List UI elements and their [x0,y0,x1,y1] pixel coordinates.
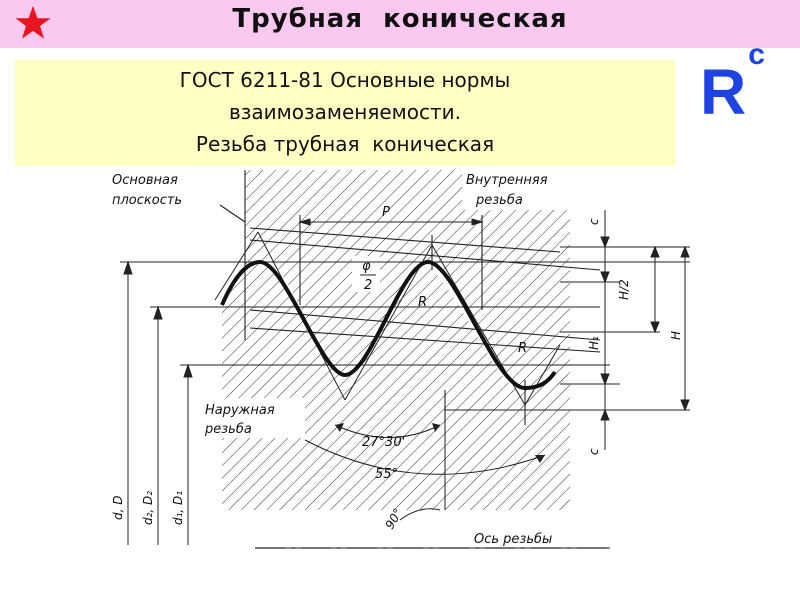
thread-symbol: Rc [700,39,765,124]
half-angle-label: φ [362,259,371,274]
external-thread-label-1: Наружная [205,403,275,418]
dimension-lines [600,210,690,450]
gost-line-1: ГОСТ 6211-81 Основные нормы [179,68,511,92]
half-angle-den-label: 2 [364,278,372,293]
thread-symbol-main: R [700,56,747,128]
internal-thread-label-1: Внутренняя [466,173,548,188]
dia-d-label: d, D [111,496,125,521]
angle-full-label: 55° [375,467,398,482]
dim-c-bottom-label: c [587,448,601,455]
red-star-icon [15,5,51,39]
gost-line-3: Резьба трубная коническая [195,132,495,156]
basic-plane-label-1: Основная [112,173,178,188]
basic-plane-label-2: плоскость [112,193,182,208]
thread-axis-label: Ось резьбы [474,532,552,547]
radius-label-2: R [518,341,527,356]
dia-d2-label: d₂, D₂ [141,491,155,525]
gost-line-2: взаимозаменяемости. [228,100,462,124]
dia-d1-label: d₁, D₁ [171,491,185,525]
slide-title: Трубная коническая [232,4,568,34]
gost-box: ГОСТ 6211-81 Основные нормы взаимозаменя… [15,60,675,166]
dim-h1-label: H₁ [587,336,601,350]
thread-profile-curve [220,259,557,391]
thread-symbol-sup: c [748,37,765,71]
pitch-label: P [382,205,390,220]
dim-c-top-label: c [587,218,601,225]
angle-half-label: 27°30' [362,435,405,450]
diameter-lines [123,260,193,545]
radius-label-1: R [418,295,427,310]
title-bar: Трубная коническая [0,0,800,48]
dim-h-label: H [669,331,683,340]
external-thread-label-2: резьба [204,422,252,437]
dim-h-half-label: H/2 [617,279,631,300]
internal-thread-label-2: резьба [475,193,523,208]
